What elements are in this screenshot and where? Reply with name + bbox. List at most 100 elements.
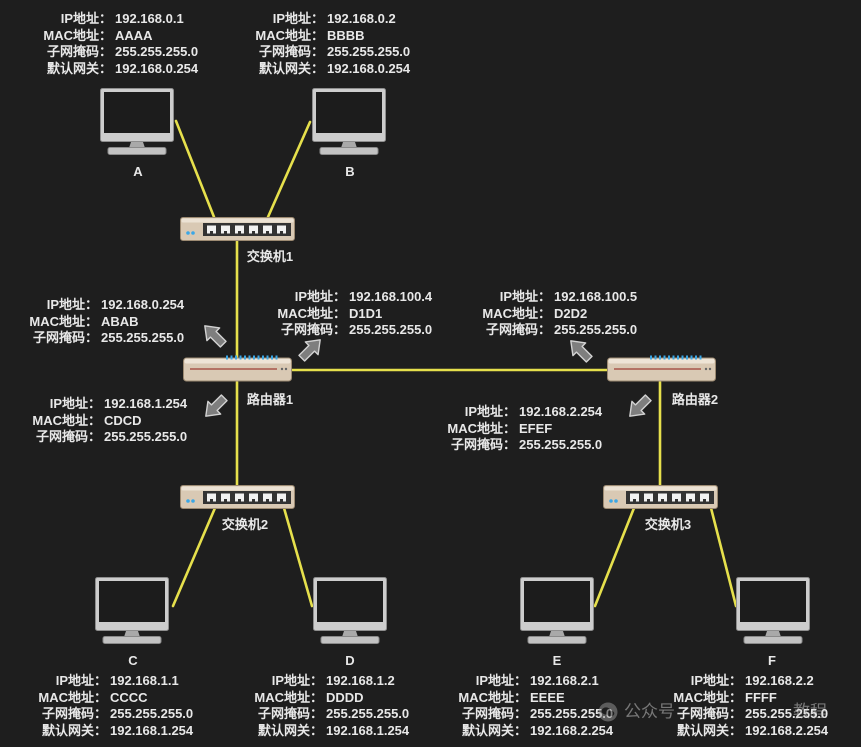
mask-label: 子网掩码：	[485, 322, 551, 337]
mask-label: 子网掩码：	[35, 429, 101, 444]
switch3-icon	[603, 485, 718, 509]
host-c-config: IP地址： 192.168.1.1 MAC地址： CCCC 子网掩码： 255.…	[35, 673, 193, 739]
link-switch2-host-c	[171, 506, 217, 608]
mask-label: 子网掩码：	[280, 322, 346, 337]
mac-label: MAC地址：	[255, 27, 324, 43]
link-host-a-switch1	[174, 119, 216, 219]
mac-value: CCCC	[110, 689, 148, 705]
ip-label: IP地址：	[499, 289, 551, 304]
host-f-monitor-icon	[736, 577, 810, 644]
host-a-name: A	[133, 164, 143, 179]
switch2-icon	[180, 485, 295, 509]
mac-label: MAC地址：	[482, 305, 551, 321]
watermark-text-end: 教程	[793, 702, 827, 721]
router1-interface3-config: IP地址： 192.168.100.4 MAC地址： D1D1 子网掩码： 25…	[274, 289, 432, 339]
router1-icon	[183, 355, 292, 382]
mask-value: 255.255.255.0	[554, 322, 638, 337]
gateway-value: 192.168.2.254	[530, 722, 614, 738]
link-switch3-host-f	[709, 506, 738, 608]
router2-interface2-arrow-icon	[629, 394, 652, 417]
router2-interface1-config: IP地址： 192.168.100.5 MAC地址： D2D2 子网掩码： 25…	[479, 289, 637, 339]
host-f-config: IP地址： 192.168.2.2 MAC地址： FFFF 子网掩码： 255.…	[670, 673, 828, 739]
gateway-value: 192.168.2.254	[745, 722, 829, 738]
host-a-monitor-icon	[100, 88, 174, 155]
router2-interface2-config: IP地址： 192.168.2.254 MAC地址： EFEF 子网掩码： 25…	[444, 404, 602, 454]
mac-label: MAC地址：	[673, 689, 742, 705]
mask-value: 255.255.255.0	[530, 706, 614, 721]
ip-label: IP地址：	[46, 297, 98, 312]
gateway-label: 默认网关：	[461, 722, 527, 738]
ip-label: IP地址：	[294, 289, 346, 304]
gateway-label: 默认网关：	[676, 722, 742, 738]
switch1-label: 交换机1	[246, 249, 294, 264]
gateway-label: 默认网关：	[41, 722, 107, 738]
ip-value: 192.168.1.1	[110, 673, 179, 688]
mac-label: MAC地址：	[29, 313, 98, 329]
link-switch3-host-e	[593, 506, 636, 608]
host-e-config: IP地址： 192.168.2.1 MAC地址： EEEE 子网掩码： 255.…	[455, 673, 613, 739]
mac-label: MAC地址：	[38, 689, 107, 705]
host-d-name: D	[345, 653, 355, 668]
ip-label: IP地址：	[272, 11, 324, 26]
mac-value: ABAB	[101, 313, 139, 329]
ip-value: 192.168.2.2	[745, 673, 814, 688]
link-host-b-switch1	[266, 120, 312, 219]
host-e-monitor-icon	[520, 577, 594, 644]
mask-value: 255.255.255.0	[115, 44, 199, 59]
mask-value: 255.255.255.0	[745, 706, 829, 721]
ip-value: 192.168.100.5	[554, 289, 638, 304]
ip-value: 192.168.1.254	[104, 396, 188, 411]
router1-interface2-arrow-icon	[205, 394, 228, 417]
mac-value: CDCD	[104, 412, 142, 428]
mask-value: 255.255.255.0	[110, 706, 194, 721]
router1-interface3-arrow-icon	[298, 339, 321, 362]
mac-label: MAC地址：	[254, 689, 323, 705]
host-c-name: C	[128, 653, 138, 668]
mask-label: 子网掩码：	[257, 706, 323, 721]
link-switch2-host-d	[282, 506, 314, 608]
watermark-text-start: 公众号	[624, 702, 675, 721]
mask-label: 子网掩码：	[258, 44, 324, 59]
gateway-value: 192.168.1.254	[110, 722, 194, 738]
host-a-config: IP地址： 192.168.0.1 MAC地址： AAAA 子网掩码： 255.…	[40, 11, 198, 77]
mask-value: 255.255.255.0	[101, 330, 185, 345]
router2-interface1-arrow-icon	[570, 340, 593, 363]
router2-label: 路由器2	[671, 392, 719, 407]
router2-icon	[607, 355, 716, 382]
host-d-config: IP地址： 192.168.1.2 MAC地址： DDDD 子网掩码： 255.…	[251, 673, 409, 739]
gateway-label: 默认网关：	[257, 722, 323, 738]
mask-value: 255.255.255.0	[349, 322, 433, 337]
mask-value: 255.255.255.0	[327, 44, 411, 59]
ip-label: IP地址：	[464, 404, 516, 419]
ip-value: 192.168.0.1	[115, 11, 184, 26]
ip-label: IP地址：	[49, 396, 101, 411]
gateway-value: 192.168.1.254	[326, 722, 410, 738]
host-b-monitor-icon	[312, 88, 386, 155]
host-b-name: B	[345, 164, 355, 179]
router1-interface2-config: IP地址： 192.168.1.254 MAC地址： CDCD 子网掩码： 25…	[29, 396, 187, 446]
mask-label: 子网掩码：	[46, 44, 112, 59]
mac-value: BBBB	[327, 27, 365, 43]
ip-value: 192.168.2.254	[519, 404, 603, 419]
mac-value: FFFF	[745, 689, 777, 705]
mac-value: EEEE	[530, 689, 565, 705]
mac-value: DDDD	[326, 689, 364, 705]
mask-label: 子网掩码：	[41, 706, 107, 721]
gateway-label: 默认网关：	[258, 60, 324, 76]
ip-value: 192.168.2.1	[530, 673, 599, 688]
switch1-icon	[180, 217, 295, 241]
ip-label: IP地址：	[690, 673, 742, 688]
wechat-icon	[598, 702, 618, 722]
gateway-value: 192.168.0.254	[327, 60, 411, 76]
router1-label: 路由器1	[246, 392, 294, 407]
mask-label: 子网掩码：	[32, 330, 98, 345]
ip-label: IP地址：	[271, 673, 323, 688]
host-c-monitor-icon	[95, 577, 169, 644]
mac-label: MAC地址：	[43, 27, 112, 43]
host-b-config: IP地址： 192.168.0.2 MAC地址： BBBB 子网掩码： 255.…	[252, 11, 410, 77]
mask-value: 255.255.255.0	[519, 437, 603, 452]
mac-value: D1D1	[349, 305, 383, 321]
switch3-label: 交换机3	[644, 517, 692, 532]
mac-label: MAC地址：	[447, 420, 516, 436]
